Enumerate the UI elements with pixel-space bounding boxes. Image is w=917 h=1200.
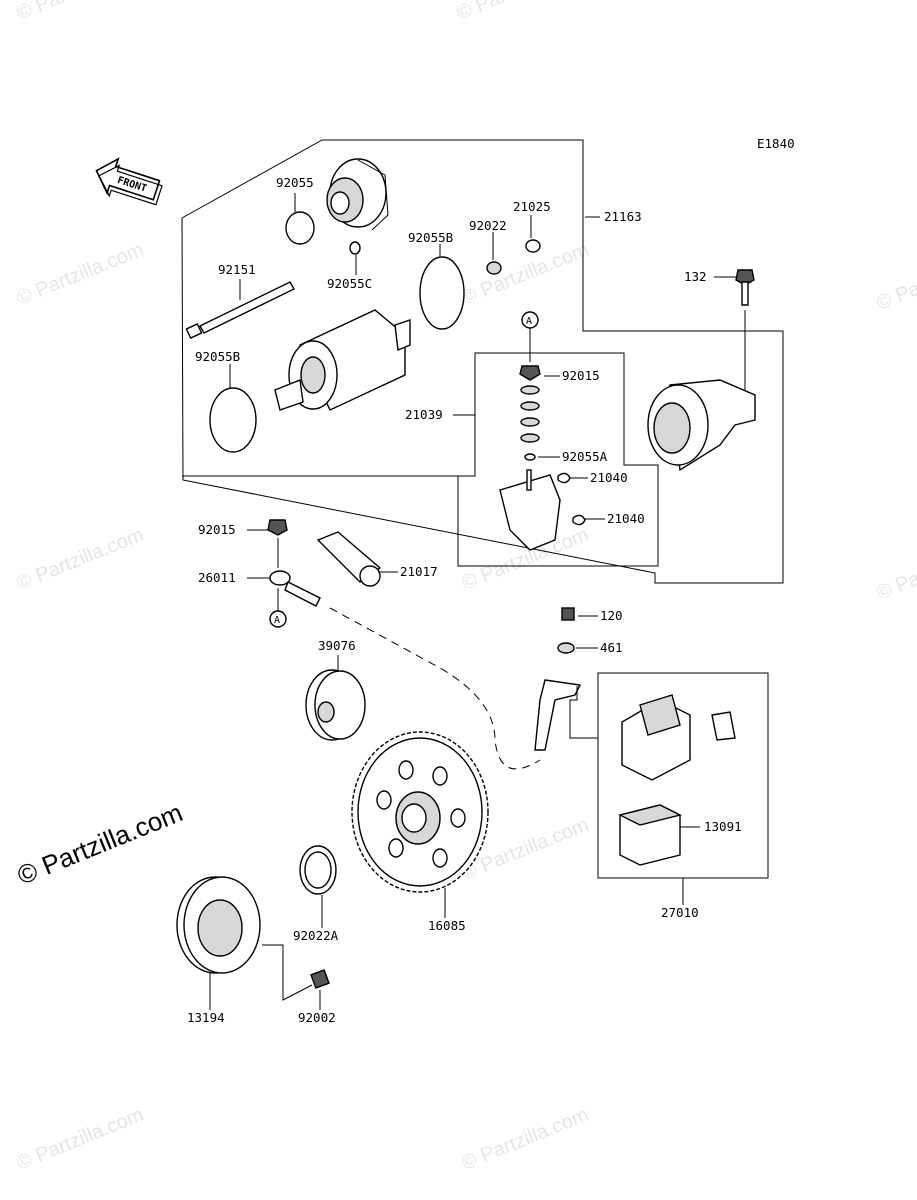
watermark: © Partzilla.com	[14, 239, 147, 310]
label-120: 120	[600, 608, 623, 623]
nut-stack-icon	[519, 365, 541, 461]
watermark: © Partzilla.com	[454, 0, 587, 25]
label-39076: 39076	[318, 638, 356, 653]
watermarks: © Partzilla.com © Partzilla.com © Partzi…	[13, 0, 917, 1175]
o-ring-92055b-top-icon	[419, 256, 465, 330]
brush-holder-frame	[457, 352, 659, 567]
watermark-large: © Partzilla.com	[13, 797, 187, 890]
fuse-icon	[711, 711, 736, 741]
watermark: © Partzilla.com	[14, 524, 147, 595]
label-21040-a: 21040	[590, 470, 628, 485]
label-13091: 13091	[704, 819, 742, 834]
part-labels: 92055 92055B 92055C 92022 21025 21163 92…	[187, 175, 742, 1025]
starter-relay-icon	[621, 694, 691, 781]
label-21025: 21025	[513, 199, 551, 214]
watermark: © Partzilla.com	[459, 1104, 592, 1175]
label-21040-b: 21040	[607, 511, 645, 526]
label-92015-top: 92015	[562, 368, 600, 383]
label-92055a: 92055A	[562, 449, 608, 464]
label-92015-left: 92015	[198, 522, 236, 537]
watermark: © Partzilla.com	[14, 1104, 147, 1175]
label-92022a: 92022A	[293, 928, 339, 943]
watermark: © Partzilla.com	[459, 239, 592, 310]
end-cover-icon	[326, 158, 389, 231]
label-92151: 92151	[218, 262, 256, 277]
label-26011: 26011	[198, 570, 236, 585]
label-92055b-left: 92055B	[195, 349, 240, 364]
washer-92022a-icon	[299, 845, 337, 895]
label-92055b-top: 92055B	[408, 230, 453, 245]
label-92055c: 92055C	[327, 276, 372, 291]
label-16085: 16085	[428, 918, 466, 933]
washer-461-icon	[557, 642, 575, 654]
brush-plate-icon	[499, 469, 561, 551]
part-21025-icon	[525, 239, 541, 253]
starter-motor-icon	[274, 309, 411, 411]
ref-marker-a-top-label: A	[526, 316, 532, 327]
label-13194: 13194	[187, 1010, 225, 1025]
leader-lines	[209, 193, 736, 1010]
o-ring-92055b-left-icon	[209, 387, 257, 453]
boot-21017-icon	[316, 531, 382, 587]
watermark: © Partzilla.com	[874, 244, 917, 315]
label-21017: 21017	[400, 564, 438, 579]
label-92002: 92002	[298, 1010, 336, 1025]
relay-bracket-icon	[534, 679, 582, 751]
label-92022: 92022	[469, 218, 507, 233]
nut-92015-icon	[267, 519, 288, 536]
watermark: © Partzilla.com	[874, 534, 917, 605]
label-21163: 21163	[604, 209, 642, 224]
clip-21040-b-icon	[572, 514, 586, 526]
leader-line	[569, 686, 598, 739]
o-ring-92055c-icon	[349, 241, 361, 255]
washer-92022-icon	[486, 261, 502, 275]
bolt-92002-icon	[310, 969, 330, 989]
label-461: 461	[600, 640, 623, 655]
ref-marker-a-bottom	[269, 610, 287, 628]
idle-gear-39076-icon	[305, 669, 366, 741]
starter-gear-16085-icon	[351, 731, 489, 893]
label-27010: 27010	[661, 905, 699, 920]
front-arrow: FRONT	[95, 157, 163, 206]
starter-assembly-frame	[181, 139, 784, 584]
label-21039: 21039	[405, 407, 443, 422]
diagram-code: E1840	[757, 136, 795, 151]
front-cover-icon	[647, 379, 756, 472]
label-92055: 92055	[276, 175, 314, 190]
bolt-120-icon	[561, 607, 575, 621]
leader-line	[262, 944, 313, 1001]
o-ring-92055-icon	[285, 211, 315, 245]
clip-21040-a-icon	[557, 472, 571, 484]
one-way-clutch-13194-icon	[176, 876, 261, 974]
bolt-132-icon	[735, 269, 755, 395]
bolt-92151-icon	[185, 281, 295, 339]
ref-marker-a-bottom-label: A	[274, 615, 280, 626]
watermark: © Partzilla.com	[14, 0, 147, 25]
label-132: 132	[684, 269, 707, 284]
relay-13091-icon	[617, 804, 683, 866]
